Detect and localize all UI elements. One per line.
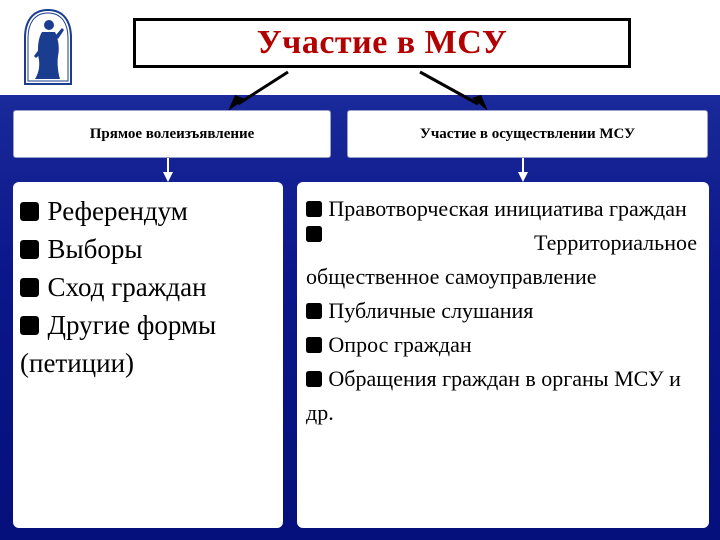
right-list-box: Правотворческая инициатива граждан Терри…: [297, 182, 709, 528]
left-list-box: Референдум Выборы Сход граждан Другие фо…: [13, 182, 283, 528]
list-item: Правотворческая инициатива граждан: [306, 192, 697, 226]
square-bullet-icon: [20, 201, 40, 222]
square-bullet-icon: [306, 201, 322, 218]
list-item: Другие формы: [20, 306, 275, 344]
list-item: Опрос граждан: [306, 328, 697, 362]
branch-right-label: Участие в осуществлении МСУ: [419, 125, 636, 142]
branch-participation: Участие в осуществлении МСУ: [347, 110, 708, 158]
list-item: Референдум: [20, 192, 275, 230]
left-list: Референдум Выборы Сход граждан Другие фо…: [20, 192, 275, 382]
square-bullet-icon: [306, 371, 322, 388]
diagram-title: Участие в МСУ: [256, 24, 508, 61]
square-bullet-icon: [20, 315, 40, 336]
right-list: Правотворческая инициатива граждан Терри…: [306, 192, 697, 430]
square-bullet-icon: [306, 337, 322, 354]
list-item-continuation: (петиции): [20, 348, 135, 378]
list-item: Сход граждан: [20, 268, 275, 306]
list-item: Выборы: [20, 230, 275, 268]
list-item: Обращения граждан в органы МСУ и др.: [306, 366, 681, 425]
square-bullet-icon: [306, 226, 322, 242]
square-bullet-icon: [20, 277, 40, 298]
title-box: Участие в МСУ: [133, 18, 631, 68]
list-item-second-line: общественное самоуправление: [306, 264, 597, 289]
branch-left-label: Прямое волеизъявление: [89, 125, 255, 142]
list-item: Публичные слушания: [306, 294, 697, 328]
university-logo-icon: [24, 8, 72, 85]
square-bullet-icon: [20, 239, 40, 260]
square-bullet-icon: [306, 303, 322, 320]
list-item-first-line: Территориальное: [306, 226, 697, 260]
list-item: Территориальное общественное самоуправле…: [306, 226, 697, 294]
branch-direct-expression: Прямое волеизъявление: [13, 110, 331, 158]
